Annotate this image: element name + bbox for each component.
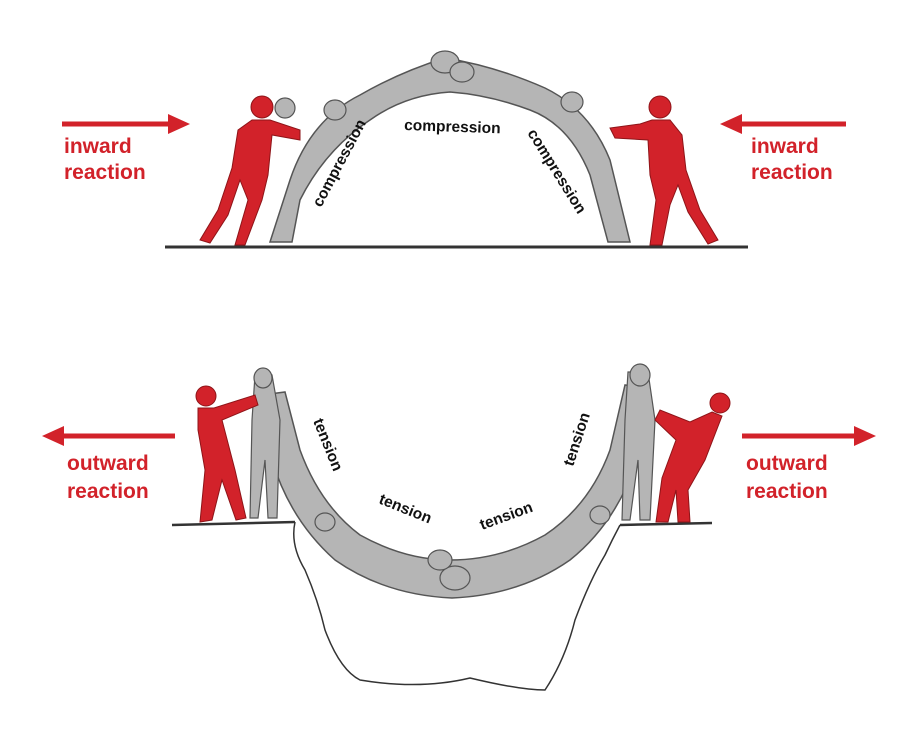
hanging-side-head-left [314,512,336,532]
hanging-ground-right [619,521,713,527]
tension-label-lower-right: tension [478,499,536,534]
hanging-left-reaction-line2: reaction [67,480,149,503]
hanging-left-outward-arrow [42,426,175,446]
hanging-bottom-head [439,565,471,591]
hanging-bottom-head [427,549,453,571]
arch-foot-head-left [274,97,296,119]
arch-left-head [323,99,347,121]
hanging-side-head-right [589,505,611,525]
arch-left-reaction-line1: inward [64,135,132,158]
hanging-left-gray-head [253,367,273,389]
hanging-left-reaction-line1: outward [67,452,149,475]
arch-top-head [449,61,475,83]
hanging-right-gray-standing [621,371,656,521]
hanging-right-reaction-line2: reaction [746,480,828,503]
arch-gray-chain [268,57,631,243]
hanging-scene: outward reaction outward reaction tensio… [42,363,876,691]
arch-right-reaction-line1: inward [751,135,819,158]
hanging-left-gray-standing [249,374,281,519]
hanging-left-red-figure [195,385,259,523]
hanging-right-reaction-line1: outward [746,452,828,475]
arch-left-reaction-line2: reaction [64,161,146,184]
tension-label-right: tension [561,411,594,469]
hanging-ground-left [171,520,296,527]
tension-label-lower-left: tension [377,491,434,527]
hanging-pit-outline [293,521,621,691]
arch-right-red-figure [609,95,719,246]
arch-right-head [560,91,584,113]
arch-scene: inward reaction inward reaction compress… [62,50,846,249]
compression-label-top: compression [404,117,501,137]
hanging-right-outward-arrow [742,426,876,446]
arch-right-reaction-line2: reaction [751,161,833,184]
arch-left-red-figure [199,95,301,246]
hanging-right-gray-head [629,363,651,387]
hanging-right-red-figure [654,392,731,523]
tension-label-left: tension [309,416,345,473]
arch-right-inward-arrow [720,114,846,134]
arch-left-inward-arrow [62,114,190,134]
